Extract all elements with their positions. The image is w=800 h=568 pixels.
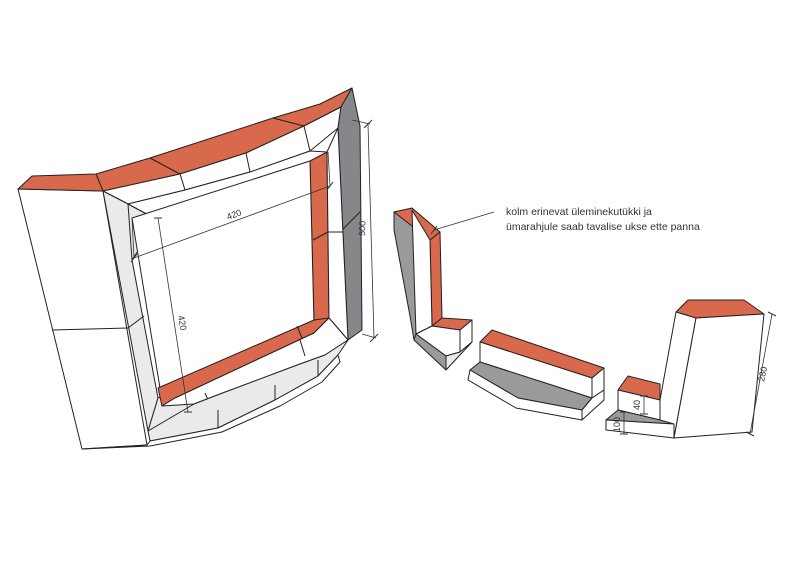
piece-height-label: 280 [756,366,769,383]
dimension-opening-width: 420 [130,151,334,263]
frame-height-label: 500 [357,221,368,236]
piece-base-label: 100 [612,417,622,432]
transition-piece-l [393,207,473,371]
curved-door-frame [17,87,363,450]
opening-height-label: 420 [176,315,188,332]
annotation-line-2: ümarahjule saab tavalise ukse ette panna [506,221,700,233]
opening-width-label: 420 [225,207,243,222]
dimension-piece-height: 280 [745,311,777,437]
dimension-piece-step: 40 [632,395,648,415]
annotation: kolm erinevat üleminekutükki ja ümarahju… [430,206,700,235]
transition-piece-step [467,329,605,421]
piece-step-label: 40 [632,400,642,410]
dimension-opening-height: 420 [154,217,192,413]
transition-piece-corner [605,299,765,439]
dimension-piece-base: 100 [612,411,628,435]
dimension-frame-height: 500 [351,119,379,343]
annotation-line-1: kolm erinevat üleminekutükki ja [506,206,652,218]
